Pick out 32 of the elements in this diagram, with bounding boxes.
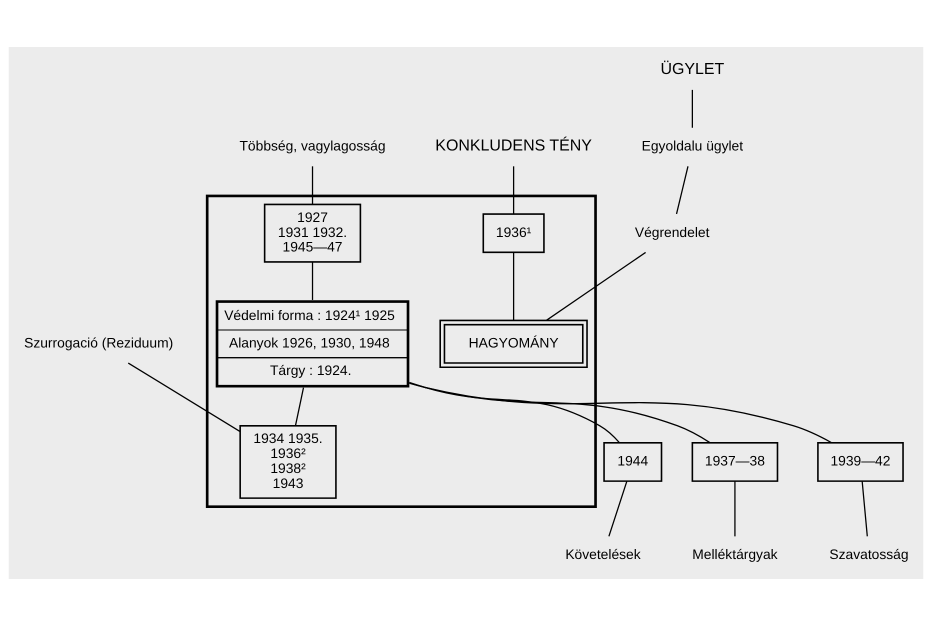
connector [512,252,514,320]
node-text: Melléktárgyak [692,546,778,562]
node-box: 1927 1931 1932. 1945—47 [264,203,362,262]
connector [312,261,314,300]
node-text: ÜGYLET [660,60,724,78]
connector [312,166,314,204]
node-box: 1944 [603,442,662,482]
connector [409,382,832,443]
node-box: HAGYOMÁNY [439,319,588,368]
node-text: Többség, vagylagosság [239,137,386,154]
node-text: Követelések [565,546,641,562]
node-text: Szavatosság [829,546,909,562]
connector [692,89,693,128]
connector [862,480,868,536]
cluster [206,194,597,508]
connector [608,480,628,536]
node-box: 1934 1935. 1936² 1938² 1943 [239,424,337,498]
connector [409,381,620,443]
connector [676,166,689,214]
node-box: 1936¹ [482,212,545,253]
connector [512,166,514,214]
node-text: Végrendelet [634,223,710,240]
connector [734,481,736,536]
connector [409,382,710,443]
node-text: KONKLUDENS TÉNY [435,137,592,154]
node-box: 1939—42 [817,442,904,482]
node-text: Egyoldalu ügylet [642,137,744,154]
node-box: 1937—38 [692,442,778,482]
node-text: Szurrogació (Reziduum) [24,334,174,350]
connector [546,251,646,320]
connector [128,362,240,432]
connector [294,387,304,426]
